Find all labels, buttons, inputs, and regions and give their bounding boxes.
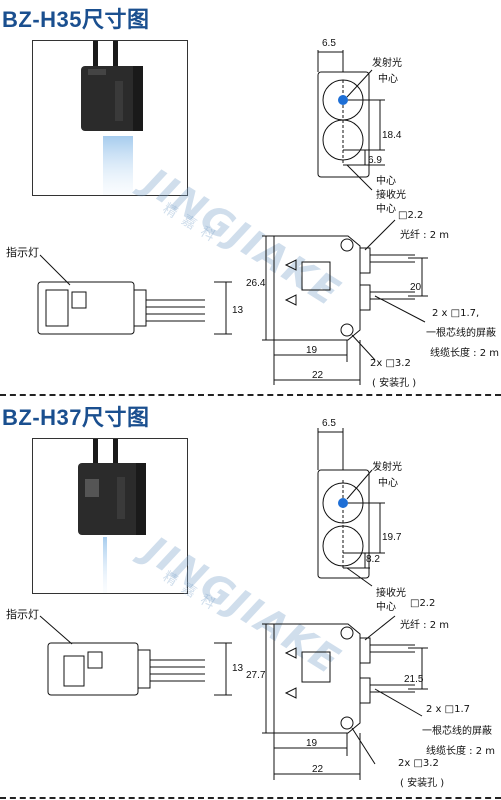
bottom-divider <box>0 797 501 799</box>
section-divider <box>0 394 501 396</box>
fiber-size-label: □2.2 <box>398 210 424 221</box>
dim-13: 13 <box>232 663 244 674</box>
dim-22: 22 <box>312 370 324 381</box>
hole-note-label: ( 安装孔 ) <box>400 778 445 789</box>
dim-19: 19 <box>306 738 318 749</box>
emitter-lens-dot <box>338 498 348 508</box>
cable-length-label: 线缆长度 : 2 m <box>430 348 500 359</box>
dim-21-5: 21.5 <box>404 674 424 685</box>
fiber-length-label: 光纤 : 2 m <box>400 620 450 631</box>
product-photo <box>32 438 188 594</box>
dim-6-5: 6.5 <box>322 418 336 429</box>
dim-27-7: 27.7 <box>246 670 266 681</box>
cable-core-label: 2 x □1.7 <box>426 704 470 715</box>
section-bz-h35: BZ-H35尺寸图 JINGJIAKE 精嘉科 <box>0 0 501 390</box>
cable-core-label: 2 x □1.7, <box>432 308 480 319</box>
indicator-label: 指示灯 <box>6 608 39 621</box>
section-bz-h37: BZ-H37尺寸图 JINGJIAKE 精嘉科 <box>0 398 501 789</box>
receiver-center-label: 中心 <box>376 602 396 613</box>
cable-length-label: 线缆长度 : 2 m <box>426 746 496 757</box>
emitter-center-label: 中心 <box>378 74 398 85</box>
dim-18-4: 18.4 <box>382 130 402 141</box>
receiver-label: 接收光 <box>376 190 406 201</box>
hole-label: 2x □3.2 <box>398 758 439 769</box>
receiver-center-label-top: 中心 <box>376 176 396 187</box>
fiber-size-label-shown: □2.2 <box>410 598 436 609</box>
dim-13: 13 <box>232 305 244 316</box>
dim-6-5: 6.5 <box>322 38 336 49</box>
hole-note-label: ( 安装孔 ) <box>372 378 417 389</box>
sensor-photo-illustration <box>78 439 146 593</box>
receiver-center-label: 中心 <box>376 204 396 215</box>
dim-22: 22 <box>312 764 324 775</box>
receiver-label: 接收光 <box>376 588 406 599</box>
emitter-label: 发射光 <box>372 462 402 473</box>
dim-26-4: 26.4 <box>246 278 266 289</box>
product-photo <box>32 40 188 196</box>
fiber-length-label: 光纤 : 2 m <box>400 230 450 241</box>
indicator-view-drawing <box>37 254 232 335</box>
emitter-label: 发射光 <box>372 58 402 69</box>
dim-6-9: 6.9 <box>368 155 382 166</box>
cable-desc-label: 一根芯线的屏蔽 <box>422 726 492 737</box>
dim-20: 20 <box>410 282 422 293</box>
side-view-drawing <box>262 219 428 385</box>
section-title: BZ-H37尺寸图 <box>2 405 150 430</box>
sensor-photo-illustration <box>81 41 143 195</box>
indicator-label: 指示灯 <box>6 246 39 259</box>
hole-label: 2x □3.2 <box>370 358 411 369</box>
section-title: BZ-H35尺寸图 <box>2 7 150 32</box>
indicator-view-drawing <box>39 615 232 696</box>
dim-19: 19 <box>306 345 318 356</box>
front-view-drawing <box>317 428 385 587</box>
emitter-center-label: 中心 <box>378 478 398 489</box>
emitter-lens-dot <box>338 95 348 105</box>
cable-desc-label: 一根芯线的屏蔽 <box>426 328 496 339</box>
side-view-drawing <box>262 615 428 780</box>
front-view-drawing <box>317 50 385 191</box>
dim-8-2: 8.2 <box>366 554 380 565</box>
dim-19-7: 19.7 <box>382 532 402 543</box>
